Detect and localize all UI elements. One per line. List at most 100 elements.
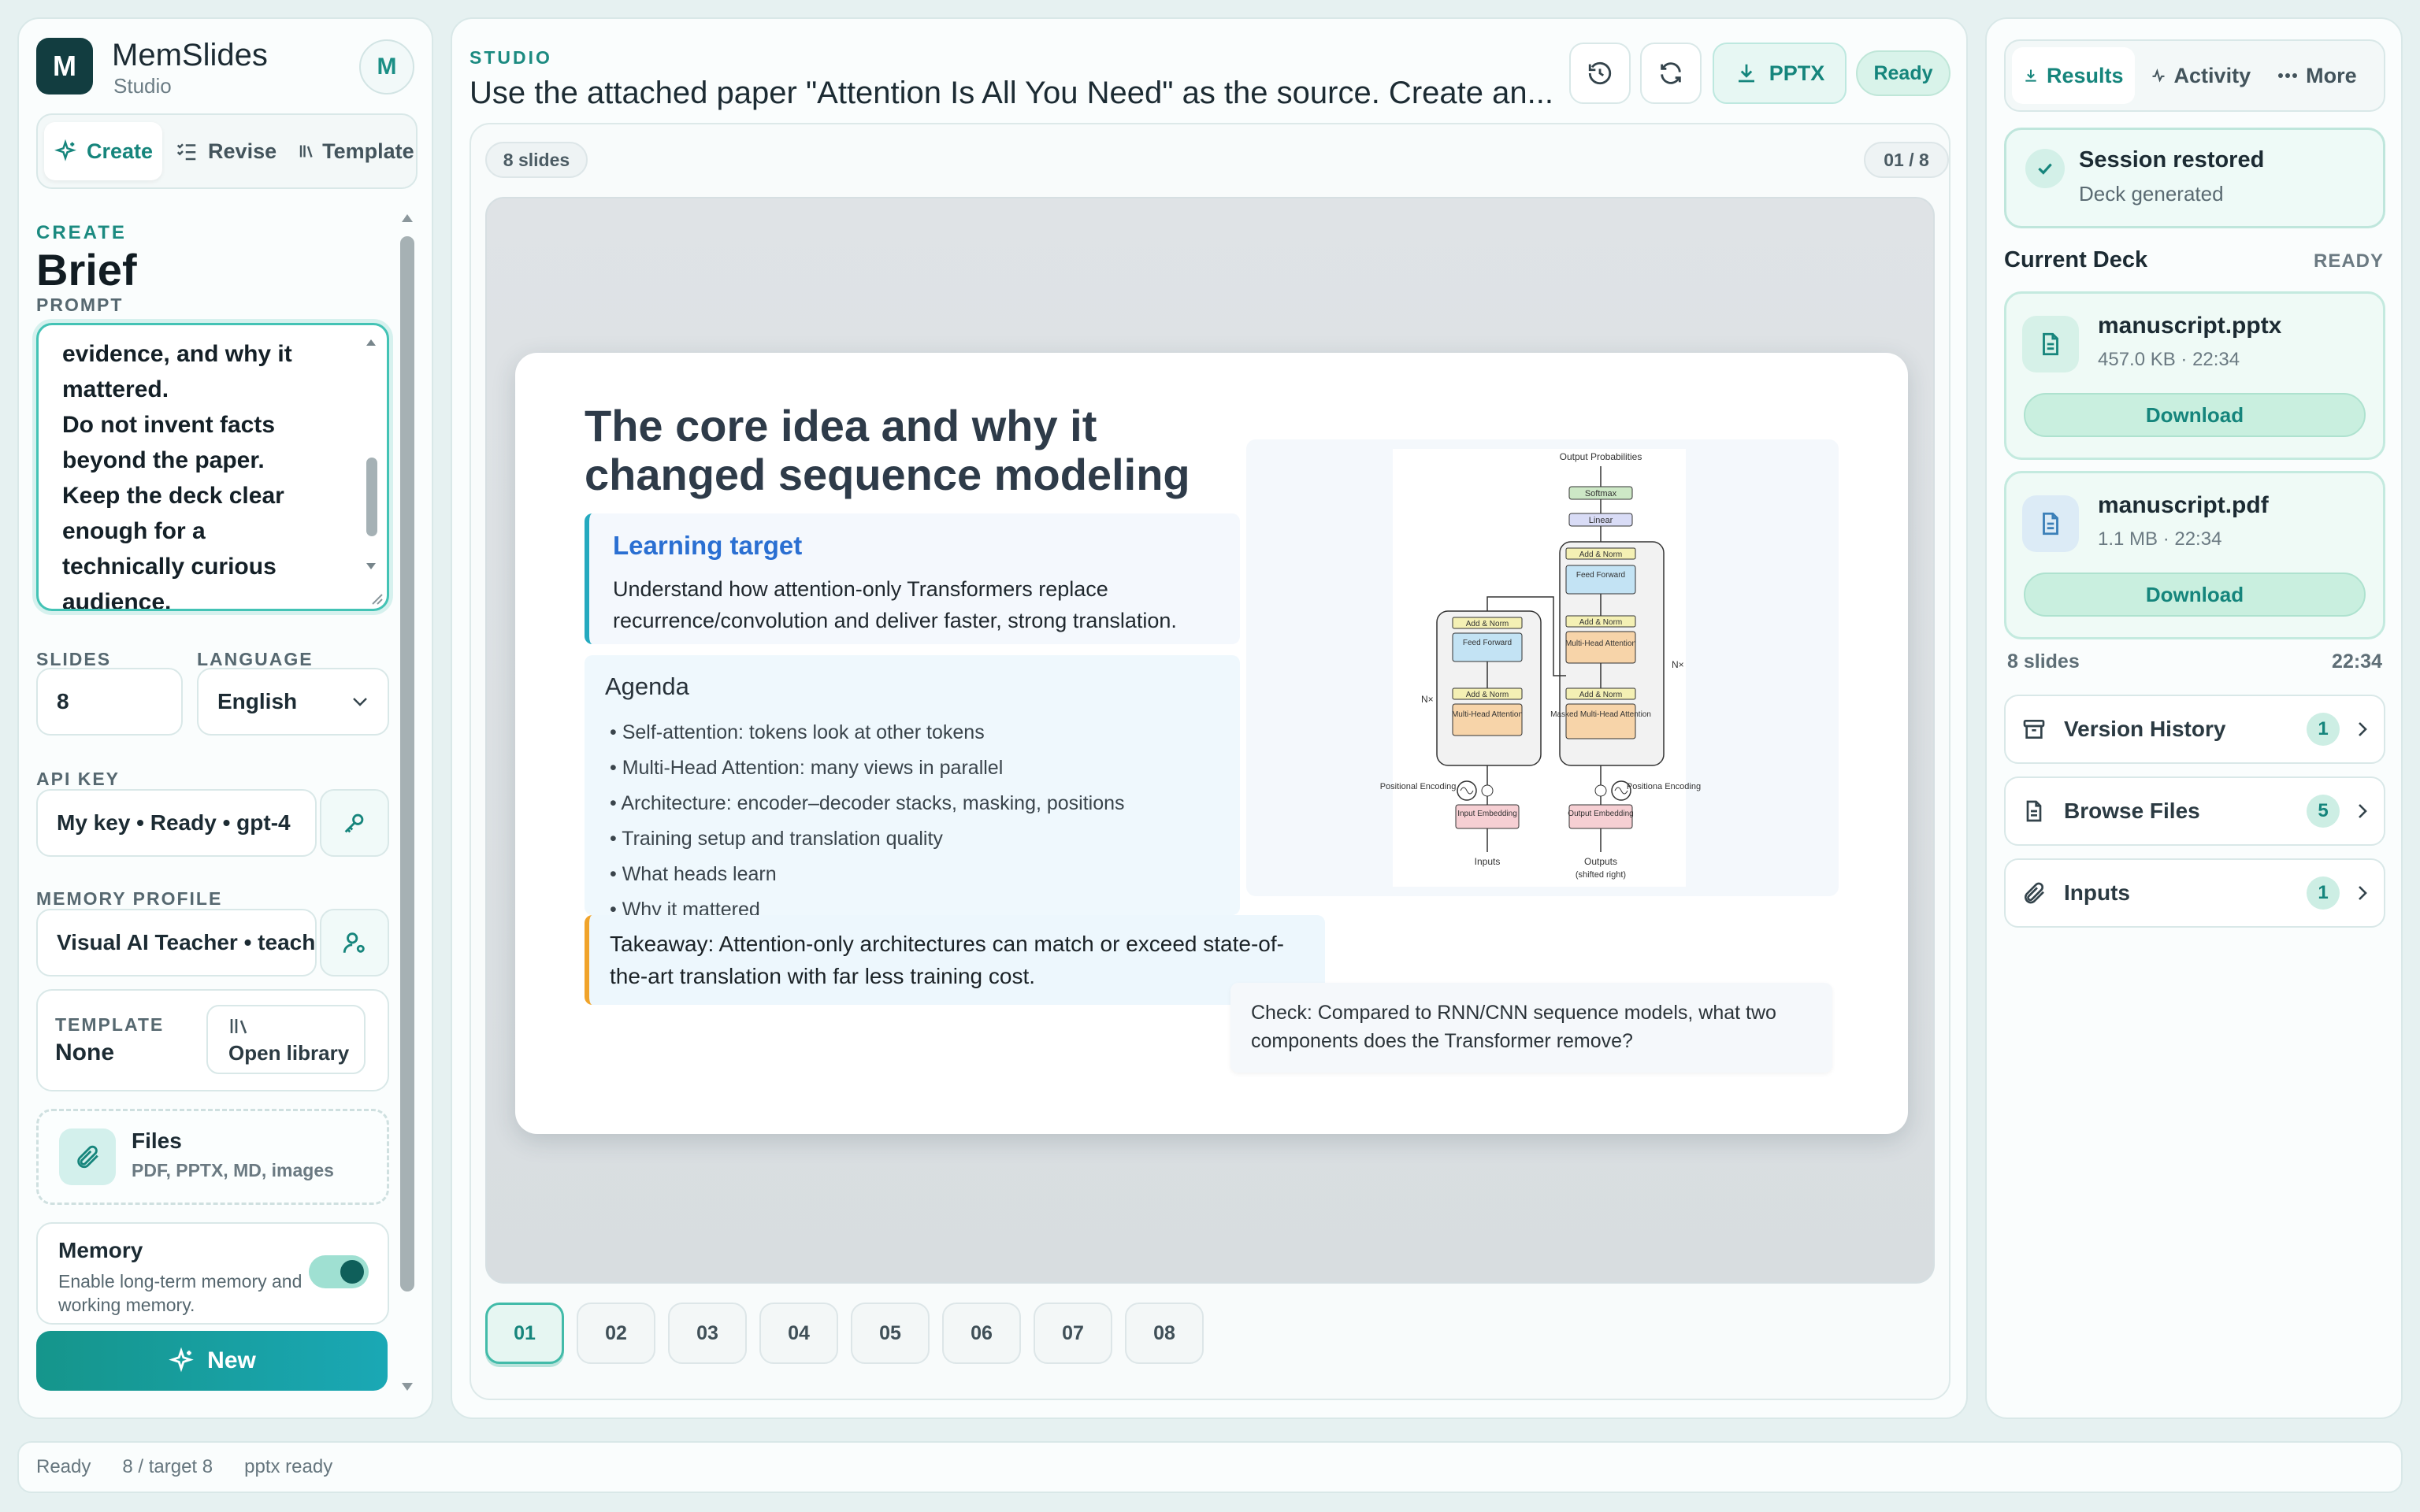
app-subtitle: Studio [113, 74, 172, 98]
fig-addnorm-enc: Add & Norm [1466, 620, 1509, 628]
regenerate-button[interactable] [1640, 43, 1702, 104]
status-bar: Ready 8 / target 8 pptx ready [17, 1441, 2403, 1493]
agenda-heading: Agenda [605, 673, 689, 700]
slide-thumb-01[interactable]: 01 [485, 1303, 564, 1364]
tab-template[interactable]: Template [289, 122, 424, 180]
takeaway-text: Takeaway: Attention-only architectures c… [610, 932, 1284, 988]
files-dropzone[interactable]: Files PDF, PPTX, MD, images [36, 1109, 389, 1205]
check-card: Check: Compared to RNN/CNN sequence mode… [1230, 983, 1832, 1073]
studio-label: STUDIO [470, 47, 552, 68]
create-section-label: CREATE [36, 222, 127, 243]
agenda-list: Self-attention: tokens look at other tok… [610, 715, 1125, 928]
fig-nx-left: N× [1421, 694, 1434, 705]
file-meta: 1.1 MB · 22:34 [2098, 528, 2222, 550]
slide-canvas[interactable]: The core idea and why it changed sequenc… [515, 353, 1908, 1134]
agenda-card: Agenda Self-attention: tokens look at ot… [585, 655, 1240, 921]
file-meta: 457.0 KB · 22:34 [2098, 349, 2240, 370]
download-icon [2023, 68, 2039, 83]
fig-addnorm3: Add & Norm [1579, 691, 1622, 699]
tab-create-label: Create [87, 139, 154, 163]
sparkle-icon [54, 139, 77, 163]
template-box: TEMPLATE None Open library [36, 989, 389, 1091]
fig-addnorm: Add & Norm [1579, 550, 1622, 559]
user-avatar[interactable]: M [359, 39, 414, 94]
file-icon-wrap [2022, 316, 2079, 372]
slide-thumb-06[interactable]: 06 [942, 1303, 1021, 1364]
language-label: LANGUAGE [197, 649, 314, 669]
pptx-export-button[interactable]: PPTX [1713, 43, 1847, 104]
tab-revise[interactable]: Revise [165, 122, 286, 180]
slides-count-input[interactable]: 8 [36, 668, 183, 736]
learning-target-card: Learning target Understand how attention… [585, 513, 1240, 644]
scroll-down-icon[interactable] [365, 561, 377, 571]
studio-panel: STUDIO Use the attached paper "Attention… [451, 17, 1968, 1419]
pptx-export-label: PPTX [1769, 61, 1825, 85]
user-settings-icon [341, 929, 368, 956]
memory-profile-button[interactable] [320, 909, 389, 976]
inputs-row[interactable]: Inputs 1 [2004, 858, 2385, 928]
chevron-right-icon [2357, 721, 2368, 738]
deck-meta-row: 8 slides 22:34 [2007, 650, 2382, 673]
history-icon [1587, 60, 1613, 87]
language-select[interactable]: English [197, 668, 389, 736]
checklist-icon [175, 139, 199, 163]
slide-thumb-07[interactable]: 07 [1034, 1303, 1112, 1364]
tab-more[interactable]: More [2266, 47, 2368, 104]
open-library-label: Open library [228, 1041, 350, 1065]
prompt-scrollbar-thumb[interactable] [366, 458, 377, 536]
scroll-up-icon[interactable] [365, 338, 377, 347]
api-key-select[interactable]: My key • Ready • gpt-4 [36, 789, 317, 857]
inputs-label: Inputs [2064, 880, 2130, 905]
brief-heading: Brief [36, 245, 137, 295]
slide-thumb-05[interactable]: 05 [851, 1303, 930, 1364]
language-value: English [217, 689, 298, 713]
open-library-button[interactable]: Open library [206, 1005, 366, 1074]
pulse-icon [2151, 68, 2166, 83]
download-pptx-button[interactable]: Download [2024, 393, 2366, 437]
fig-addnorm-enc2: Add & Norm [1466, 691, 1509, 699]
api-key-value: My key • Ready • gpt-4 [57, 810, 291, 835]
panel-scroll-down-icon[interactable] [400, 1381, 414, 1392]
slide-viewer: 8 slides 01 / 8 The core idea and why it… [470, 123, 1950, 1400]
tab-activity[interactable]: Activity [2140, 47, 2262, 104]
history-button[interactable] [1569, 43, 1631, 104]
agenda-item: What heads learn [610, 857, 1125, 892]
file-card-pdf: manuscript.pdf 1.1 MB · 22:34 Download [2004, 471, 2385, 639]
transformer-architecture-figure: Output Probabilities Softmax Linear Add … [1380, 449, 1701, 887]
more-icon [2277, 72, 2298, 79]
fig-ff-dec: Feed Forward [1576, 571, 1625, 580]
slide-thumb-08[interactable]: 08 [1125, 1303, 1204, 1364]
document-icon [2037, 510, 2064, 537]
deck-time: 22:34 [2332, 650, 2382, 673]
results-tabs: Results Activity More [2004, 39, 2385, 112]
status-badge: Ready [1856, 50, 1950, 96]
api-key-button[interactable] [320, 789, 389, 857]
status-output: pptx ready [244, 1456, 333, 1477]
fig-output-prob: Output Probabilities [1560, 451, 1642, 462]
panel-scrollbar-thumb[interactable] [400, 236, 414, 1292]
tab-create[interactable]: Create [44, 122, 163, 180]
new-button[interactable]: New [36, 1331, 388, 1391]
takeaway-card: Takeaway: Attention-only architectures c… [585, 915, 1325, 1005]
prompt-textarea[interactable]: evidence, and why it mattered. Do not in… [36, 323, 389, 611]
pager-pill: 01 / 8 [1864, 142, 1949, 178]
panel-scroll-up-icon[interactable] [400, 213, 414, 224]
version-history-count: 1 [2307, 713, 2340, 746]
tab-activity-label: Activity [2173, 63, 2251, 87]
deck-status: READY [2313, 250, 2384, 272]
browse-files-row[interactable]: Browse Files 5 [2004, 776, 2385, 846]
download-pdf-button[interactable]: Download [2024, 573, 2366, 617]
file-card-pptx: manuscript.pptx 457.0 KB · 22:34 Downloa… [2004, 291, 2385, 460]
slide-thumb-02[interactable]: 02 [577, 1303, 655, 1364]
version-history-row[interactable]: Version History 1 [2004, 695, 2385, 764]
memory-box: Memory Enable long-term memory and worki… [36, 1222, 389, 1325]
tab-results-label: Results [2047, 63, 2124, 87]
slide-thumb-03[interactable]: 03 [668, 1303, 747, 1364]
inputs-count: 1 [2307, 876, 2340, 910]
memory-toggle[interactable] [309, 1255, 369, 1288]
resize-handle-icon[interactable] [368, 590, 384, 606]
tab-results[interactable]: Results [2012, 47, 2135, 104]
chevron-right-icon [2357, 884, 2368, 902]
memory-profile-select[interactable]: Visual AI Teacher • teacher [36, 909, 317, 976]
slide-thumb-04[interactable]: 04 [759, 1303, 838, 1364]
